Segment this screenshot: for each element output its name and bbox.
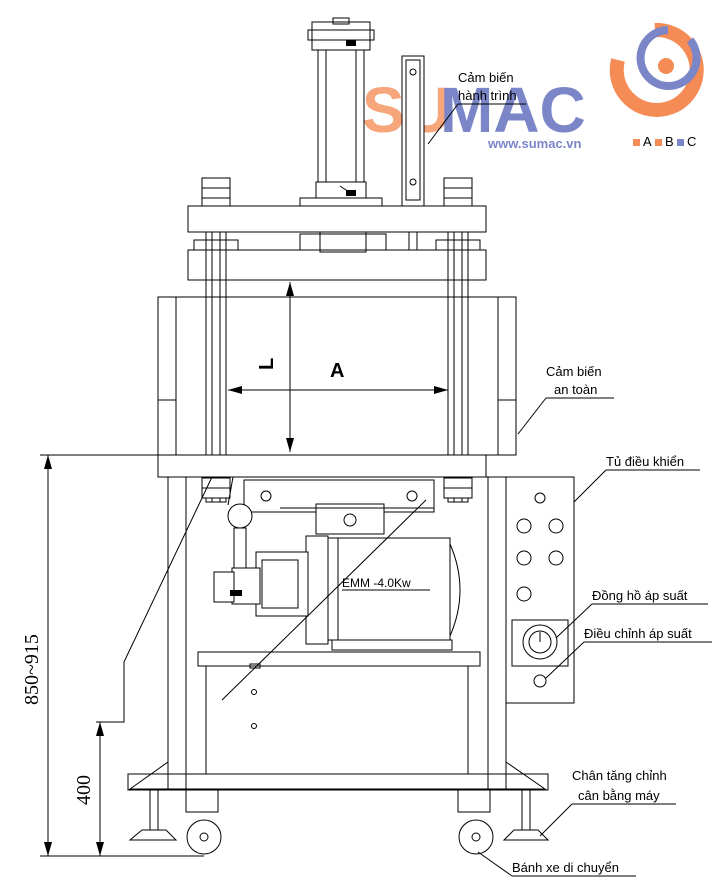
logo-tag-a: A: [643, 134, 652, 149]
logo-mac-text: MAC: [440, 74, 586, 146]
callout-leveling-foot: Chân tăng chỉnh cân bằng máy: [539, 768, 676, 837]
logo-tag-b: B: [665, 134, 674, 149]
logo-url: www.sumac.vn: [487, 136, 581, 151]
callout-pressure-gauge: Đồng hồ áp suất: [555, 588, 708, 639]
svg-text:Điều chỉnh áp suất: Điều chỉnh áp suất: [584, 626, 692, 641]
dimension-table-height: 850~915: [21, 454, 246, 857]
indicator-lamp-icon: [548, 518, 564, 534]
indicator-lamp-icon: [516, 518, 532, 534]
hydraulic-cylinder: [299, 17, 383, 209]
indicator-lamp-icon: [516, 586, 532, 602]
indicator-lamp-icon: [548, 550, 564, 566]
svg-text:Đồng hồ áp suất: Đồng hồ áp suất: [592, 588, 688, 603]
callout-control-cabinet: Tủ điều khiển: [573, 454, 700, 503]
motor-pump-assembly: EMM -4.0Kw: [213, 503, 461, 651]
pressure-adjust-knob-icon: [533, 674, 547, 688]
pressure-gauge-icon: [227, 503, 253, 529]
motor-label: EMM -4.0Kw: [342, 576, 411, 590]
caster-wheel-icon: [186, 819, 222, 855]
press-table: [157, 454, 487, 478]
dimension-base-height-label: 400: [73, 775, 95, 805]
svg-text:Bánh xe di chuyển: Bánh xe di chuyển: [512, 860, 619, 875]
svg-text:Tủ điều khiển: Tủ điều khiển: [606, 454, 684, 469]
logo-tag-c: C: [687, 134, 696, 149]
stroke-sensor: [401, 55, 425, 252]
dimension-width-label: A: [330, 360, 344, 382]
logo-swirl-icon: [609, 22, 704, 117]
svg-text:Chân tăng chỉnh: Chân tăng chỉnh: [572, 768, 667, 783]
callout-stroke-sensor: Cảm biến hành trình: [427, 70, 526, 145]
press-frame-top: [187, 177, 487, 281]
svg-text:Cảm biến: Cảm biến: [546, 364, 602, 379]
leveling-feet: [128, 790, 550, 841]
dimension-table-height-label: 850~915: [21, 634, 43, 705]
svg-text:hành trình: hành trình: [458, 88, 517, 103]
callout-safety-sensor: Cảm biến an toàn: [517, 364, 614, 435]
svg-text:an toàn: an toàn: [554, 382, 597, 397]
dimension-stroke: L: [256, 282, 294, 452]
callout-caster-wheel: Bánh xe di chuyển: [477, 851, 636, 877]
control-cabinet: [505, 476, 575, 704]
indicator-lamp-icon: [516, 550, 532, 566]
oil-tank: [197, 651, 481, 775]
caster-wheels: [185, 789, 494, 855]
dimension-width: A: [228, 360, 448, 394]
svg-text:Cảm biến: Cảm biến: [458, 70, 514, 85]
svg-text:cân bằng máy: cân bằng máy: [578, 788, 660, 803]
dimension-stroke-label: L: [256, 358, 278, 370]
callout-pressure-adjust: Điều chỉnh áp suất: [545, 626, 712, 679]
caster-wheel-icon: [458, 819, 494, 855]
dimension-base-height: 400: [73, 722, 104, 856]
